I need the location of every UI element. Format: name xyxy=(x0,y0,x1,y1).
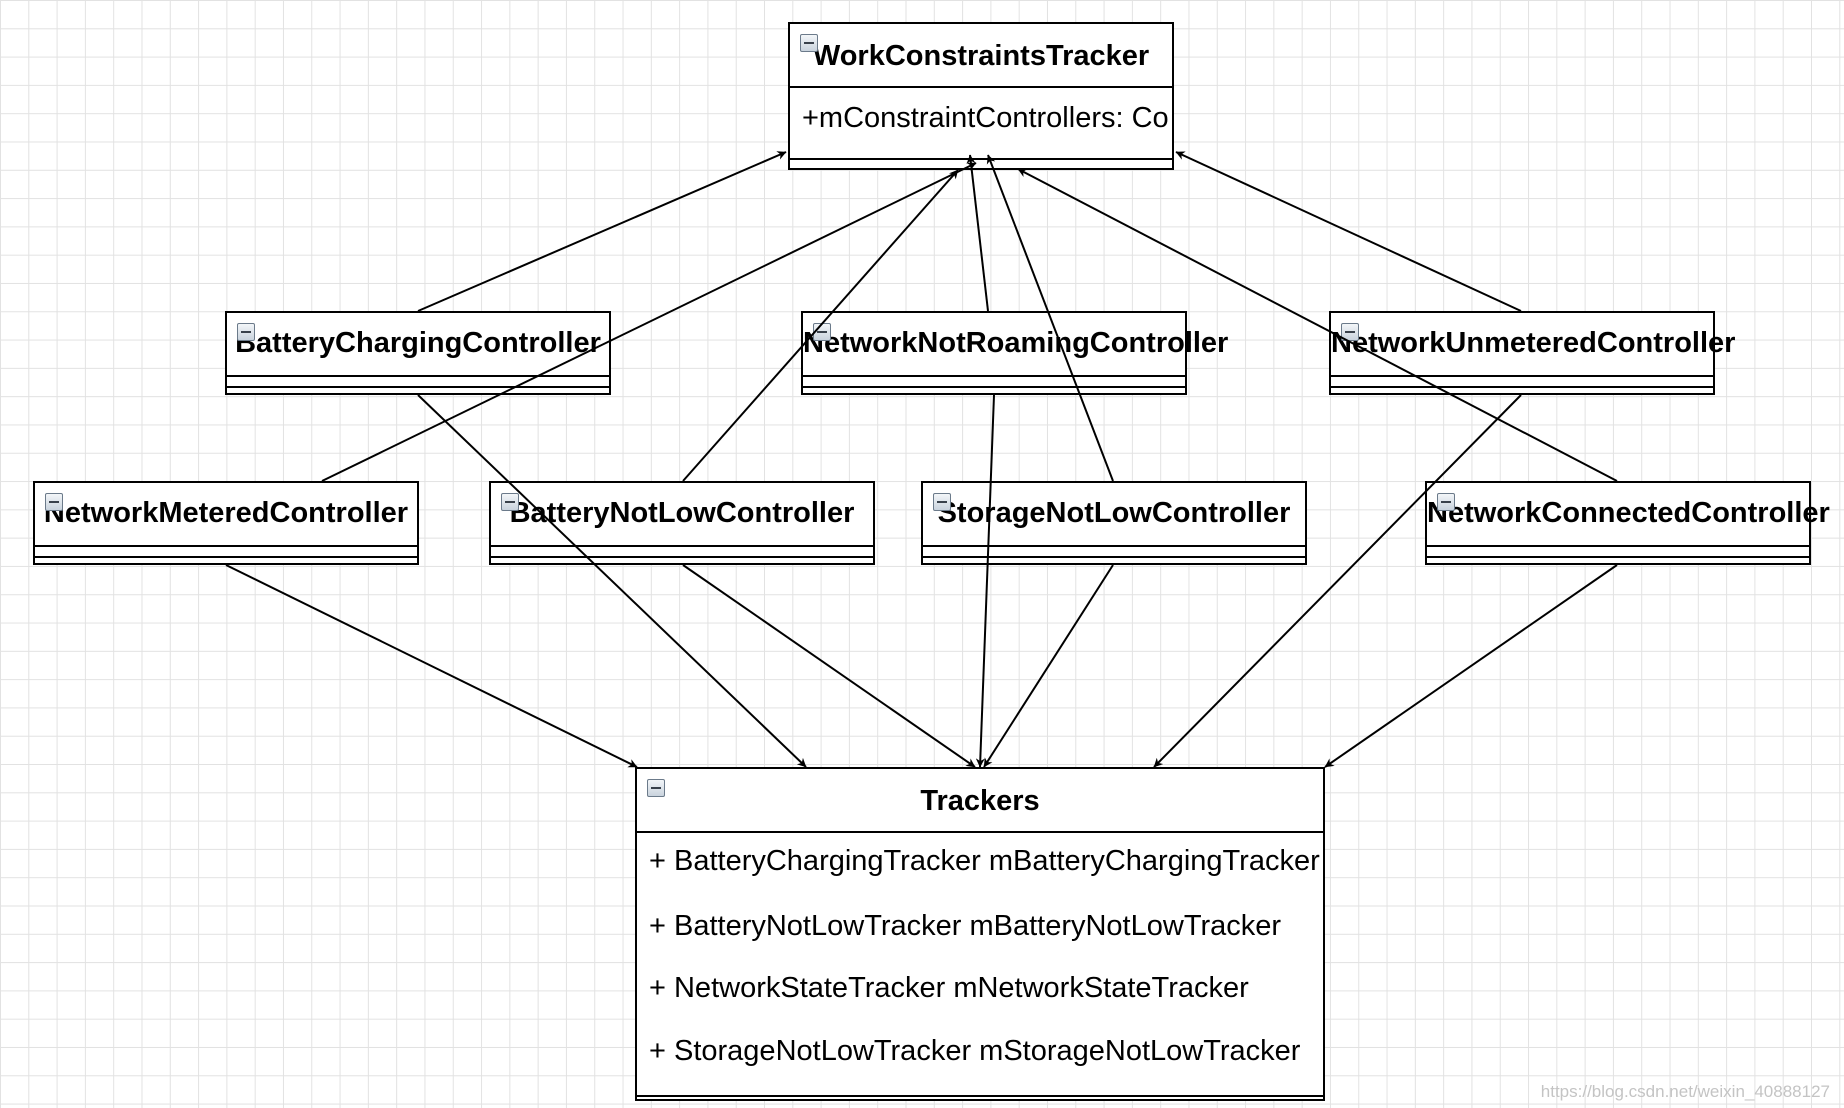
class-name: NetworkConnectedController xyxy=(1427,497,1830,529)
class-name: NetworkNotRoamingController xyxy=(803,327,1229,359)
network-unmetered-controller-class[interactable]: NetworkUnmeteredController xyxy=(1329,311,1736,395)
class-header: Trackers xyxy=(637,769,1323,833)
collapse-icon[interactable] xyxy=(800,34,818,52)
edge-battery-not-low-to-trackers xyxy=(682,564,976,768)
battery-not-low-controller-class[interactable]: BatteryNotLowController xyxy=(489,481,875,565)
compartment-divider xyxy=(35,547,417,558)
collapse-icon[interactable] xyxy=(933,493,951,511)
battery-charging-controller-class[interactable]: BatteryChargingController xyxy=(225,311,611,395)
class-header: BatteryNotLowController xyxy=(491,483,873,547)
edge-battery-charging-to-trackers xyxy=(417,394,807,768)
compartment-divider xyxy=(227,377,609,388)
network-not-roaming-controller-class[interactable]: NetworkNotRoamingController xyxy=(801,311,1229,395)
class-attribute: + NetworkStateTracker mNetworkStateTrack… xyxy=(649,972,1249,1004)
edge-network-connected-to-trackers xyxy=(1324,564,1618,768)
collapse-icon[interactable] xyxy=(1437,493,1455,511)
class-name: NetworkUnmeteredController xyxy=(1331,327,1736,359)
watermark-text: https://blog.csdn.net/weixin_40888127 xyxy=(1540,1082,1830,1101)
attribute-section: +mConstraintControllers: Co xyxy=(790,88,1172,160)
edge-network-not-roaming-to-trackers xyxy=(975,394,995,768)
compartment-divider xyxy=(803,377,1185,388)
edge-network-unmetered-to-tracker xyxy=(1175,151,1522,312)
class-attribute: + BatteryNotLowTracker mBatteryNotLowTra… xyxy=(649,909,1282,942)
collapse-icon[interactable] xyxy=(237,323,255,341)
compartment-divider xyxy=(923,547,1305,558)
compartment-divider xyxy=(1331,377,1713,388)
compartment-divider xyxy=(1427,547,1809,558)
edge-network-metered-to-trackers xyxy=(225,564,638,768)
collapse-icon[interactable] xyxy=(501,493,519,511)
collapse-icon[interactable] xyxy=(1341,323,1359,341)
class-header: WorkConstraintsTracker xyxy=(790,24,1172,88)
class-attribute: +mConstraintControllers: Co xyxy=(802,102,1169,134)
trackers-class[interactable]: Trackers + BatteryChargingTracker mBatte… xyxy=(635,767,1325,1101)
collapse-icon[interactable] xyxy=(45,493,63,511)
network-connected-controller-class[interactable]: NetworkConnectedController xyxy=(1425,481,1830,565)
network-metered-controller-class[interactable]: NetworkMeteredController xyxy=(33,481,419,565)
class-header: NetworkNotRoamingController xyxy=(803,313,1229,377)
class-header: NetworkUnmeteredController xyxy=(1331,313,1736,377)
edge-network-not-roaming-to-tracker xyxy=(966,154,989,312)
work-constraints-tracker-class[interactable]: WorkConstraintsTracker +mConstraintContr… xyxy=(788,22,1174,170)
class-header: NetworkMeteredController xyxy=(35,483,417,547)
class-name: BatteryNotLowController xyxy=(509,497,855,529)
collapse-icon[interactable] xyxy=(647,779,665,797)
class-name: StorageNotLowController xyxy=(937,497,1291,529)
compartment-divider xyxy=(491,547,873,558)
class-attribute: + BatteryChargingTracker mBatteryChargin… xyxy=(649,845,1320,877)
edge-battery-charging-to-tracker xyxy=(417,151,787,312)
class-name: NetworkMeteredController xyxy=(43,497,409,529)
class-header: StorageNotLowController xyxy=(923,483,1305,547)
attribute-section: + BatteryChargingTracker mBatteryChargin… xyxy=(637,833,1323,1097)
storage-not-low-controller-class[interactable]: StorageNotLowController xyxy=(921,481,1307,565)
edge-storage-not-low-to-trackers xyxy=(983,564,1114,768)
class-header: BatteryChargingController xyxy=(227,313,609,377)
edge-network-unmetered-to-trackers xyxy=(1153,394,1522,768)
class-header: NetworkConnectedController xyxy=(1427,483,1830,547)
collapse-icon[interactable] xyxy=(813,323,831,341)
class-name: WorkConstraintsTracker xyxy=(812,40,1150,72)
class-attribute: + StorageNotLowTracker mStorageNotLowTra… xyxy=(649,1034,1301,1067)
class-name: BatteryChargingController xyxy=(235,327,601,359)
class-name: Trackers xyxy=(920,785,1040,817)
